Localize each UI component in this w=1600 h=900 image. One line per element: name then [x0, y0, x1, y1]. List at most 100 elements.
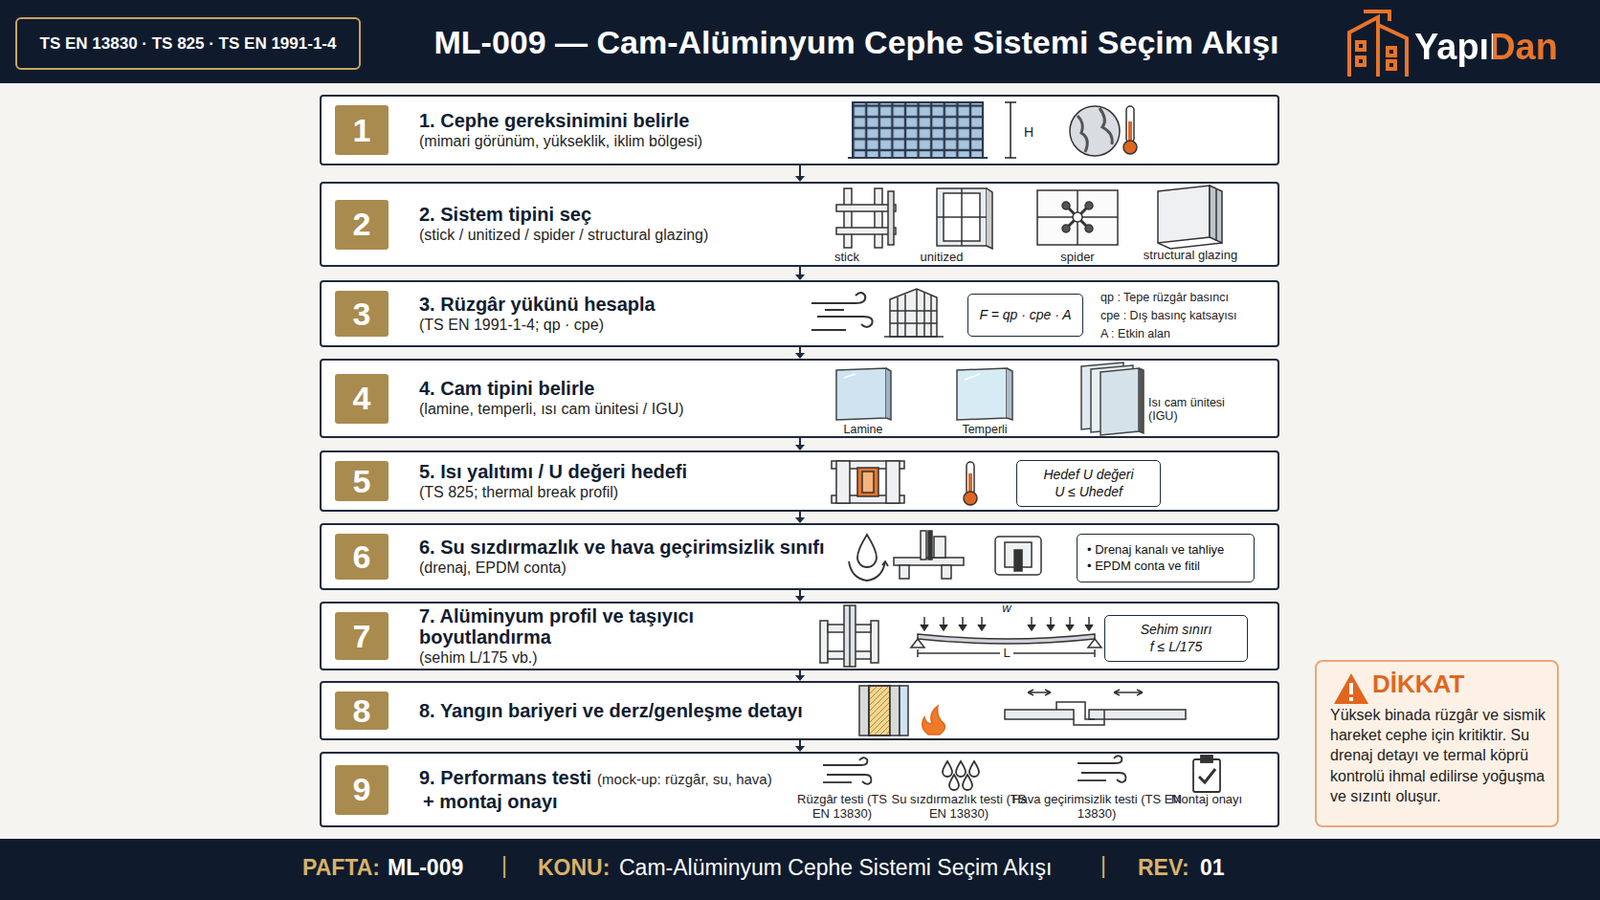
system-label: structural glazing	[1143, 248, 1238, 264]
step-heading: 2. Sistem tipini seç	[419, 203, 831, 225]
footer-key: KONU:	[537, 855, 610, 881]
arrow-line	[799, 670, 801, 676]
step-subtitle: (mimari görünüm, yükseklik, iklim bölges…	[419, 133, 841, 151]
step-text: 4. Cam tipini belirle(lamine, temperli, …	[419, 377, 831, 419]
footer-value: ML-009	[387, 855, 464, 881]
step-text: 5. Isı yalıtımı / U değeri hedefi(TS 825…	[419, 461, 822, 502]
step-note: (mock-up: rüzgâr, su, hava)	[597, 771, 773, 788]
step-subtitle: (lamine, temperli, ısı cam ünitesi / IGU…	[419, 400, 831, 419]
info-text: • EPDM conta ve fitil	[1087, 558, 1200, 575]
step-heading: 5. Isı yalıtımı / U değeri hedefi	[419, 461, 822, 483]
step-text: 9. Performans testi (mock-up: rüzgâr, su,…	[419, 767, 807, 813]
step-heading: + montaj onayı	[422, 791, 807, 813]
flow-arrow	[795, 347, 805, 359]
step-number: 1	[334, 105, 389, 156]
row9-icons	[822, 755, 1221, 793]
footer-separator: |	[501, 853, 508, 879]
system-label: stick	[834, 250, 860, 266]
step-number-text: 6	[353, 538, 372, 577]
footer-value: Cam-Alüminyum Cephe Sistemi Seçim Akışı	[619, 855, 1052, 881]
flow-arrow	[795, 590, 805, 602]
standards-badge: TS EN 13830 · TS 825 · TS EN 1991-1-4	[15, 17, 361, 70]
step-number-text: 1	[353, 111, 372, 150]
info-box: Hedef U değeriU ≤ Uhedef	[1016, 460, 1161, 508]
step-number-text: 5	[353, 463, 372, 501]
row6-icons	[848, 531, 1042, 581]
system-label: unitized	[920, 250, 964, 266]
step-text: 6. Su sızdırmazlık ve hava geçirimsizlik…	[419, 536, 841, 578]
logo-text: YapıDan	[1414, 26, 1558, 69]
row2-icons	[836, 185, 1223, 249]
arrow-line	[799, 266, 801, 275]
step-text: 3. Rüzgâr yükünü hesapla(TS EN 1991-1-4;…	[419, 293, 802, 334]
step-row: 1. Cephe gereksinimini belirle(mimari gö…	[319, 94, 1280, 166]
info-text: F = qp · cpe · A	[978, 307, 1071, 325]
step-heading: 3. Rüzgâr yükünü hesapla	[419, 293, 802, 315]
footer-key: PAFTA:	[302, 855, 380, 881]
row7-icons	[820, 605, 1102, 667]
step-subtitle: (TS EN 1991-1-4; qp · cpe)	[419, 316, 802, 334]
step-number: 4	[334, 374, 389, 424]
step-heading: 9. Performans testi	[419, 767, 592, 789]
step-row: 4. Cam tipini belirle(lamine, temperli, …	[319, 358, 1280, 439]
arrow-line	[799, 511, 801, 518]
span-label: L	[1000, 646, 1013, 662]
step-number: 2	[334, 200, 389, 250]
row3-icons	[811, 288, 944, 337]
sheet-title: ML-009 — Cam-Alüminyum Cephe Sistemi Seç…	[434, 23, 1280, 62]
step-subtitle: (drenaj, EPDM conta)	[419, 559, 841, 578]
info-text: U ≤ Uhedef	[1054, 484, 1123, 502]
step-heading: 4. Cam tipini belirle	[419, 377, 831, 400]
glass-label: Isı cam ünitesi (IGU)	[1148, 396, 1255, 424]
step-text: 2. Sistem tipini seç(stick / unitized / …	[419, 203, 831, 245]
flow-arrow	[795, 266, 805, 281]
step-number: 3	[334, 290, 389, 337]
info-box: F = qp · cpe · A	[967, 293, 1084, 337]
legend-line: qp : Tepe rüzgâr basıncı	[1100, 290, 1229, 305]
step-subtitle: (sehim L/175 vb.)	[419, 649, 812, 667]
load-label: w	[1001, 601, 1011, 617]
step-text: 1. Cephe gereksinimini belirle(mimari gö…	[419, 110, 841, 151]
row5-icons	[831, 461, 978, 506]
step-row: 8. Yangın bariyeri ve derz/genleşme deta…	[319, 681, 1280, 741]
step-text: 8. Yangın bariyeri ve derz/genleşme deta…	[419, 700, 850, 722]
step-row: 7. Alüminyum profil ve taşıyıcı boyutlan…	[319, 601, 1280, 671]
step-heading: 7. Alüminyum profil ve taşıyıcı boyutlan…	[419, 605, 812, 648]
row1-icons	[847, 102, 1137, 158]
row8-icons	[859, 686, 1186, 736]
flow-arrow	[795, 165, 805, 182]
step-row: 6. Su sızdırmazlık ve hava geçirimsizlik…	[319, 523, 1280, 591]
step-heading: 8. Yangın bariyeri ve derz/genleşme deta…	[419, 700, 850, 722]
info-text: Hedef U değeri	[1043, 466, 1134, 485]
step-text: 7. Alüminyum profil ve taşıyıcı boyutlan…	[419, 605, 812, 667]
info-box: • Drenaj kanalı ve tahliye• EPDM conta v…	[1076, 533, 1255, 583]
glass-label: Lamine	[844, 422, 884, 437]
logo-icon	[1349, 11, 1407, 77]
step-number: 9	[334, 765, 389, 816]
flow-arrow	[795, 511, 805, 524]
footer-separator: |	[1100, 853, 1107, 879]
system-label: spider	[1060, 250, 1094, 266]
step-subtitle: (TS 825; thermal break profil)	[419, 484, 822, 502]
arrow-line	[799, 590, 801, 597]
legend-line: A : Etkin alan	[1100, 327, 1171, 341]
step-number: 5	[334, 461, 389, 502]
glass-label: Temperli	[961, 422, 1007, 437]
step-number: 8	[334, 691, 389, 731]
info-text: • Drenaj kanalı ve tahliye	[1087, 542, 1224, 558]
arrow-line	[799, 740, 801, 747]
info-text: f ≤ L/175	[1150, 639, 1202, 657]
arrow-line	[799, 347, 801, 354]
info-text: Sehim sınırı	[1140, 622, 1213, 640]
step-number-text: 2	[353, 205, 372, 244]
step-number-text: 8	[353, 692, 372, 731]
step-number-text: 7	[353, 618, 372, 656]
test-label: Rüzgâr testi (TS EN 13830)	[793, 793, 890, 823]
flow-arrow	[795, 740, 805, 753]
info-box: Sehim sınırıf ≤ L/175	[1104, 615, 1248, 663]
test-label: Montaj onayı	[1171, 793, 1243, 808]
step-heading: 1. Cephe gereksinimini belirle	[419, 110, 841, 132]
dimension-label: H	[1023, 124, 1034, 140]
step-number: 6	[334, 533, 389, 580]
flow-arrow	[795, 670, 805, 682]
